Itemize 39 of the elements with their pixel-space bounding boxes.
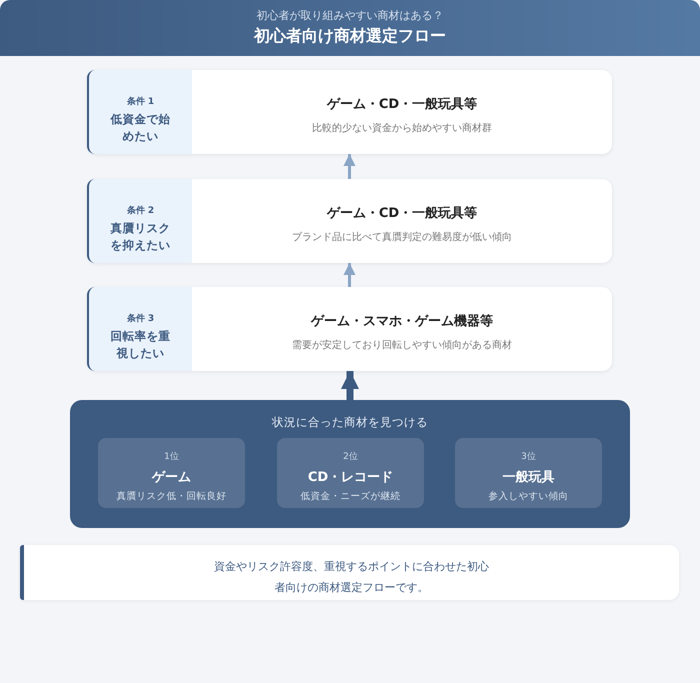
condition-number: 条件 1 (126, 96, 156, 109)
note-text: 資金やリスク許容度、重視するポイントに合わせた初心者向けの商材選定フローです。 (214, 559, 489, 596)
item-description: 需要が安定しており回転しやすい傾向がある商材 (291, 339, 513, 353)
panel-heading: 状況に合った商材を見つける (271, 414, 429, 431)
rank-number: 2位 (342, 451, 359, 464)
condition-card (87, 70, 612, 154)
condition-card (87, 287, 612, 371)
arrow (341, 371, 359, 400)
condition-text: 回転率を重視したい (110, 328, 172, 362)
note-card (20, 545, 679, 600)
condition-tag (87, 70, 192, 154)
rank-item: 一般玩具 (502, 469, 556, 487)
item-description: ブランド品に比べて真贋判定の難易度が低い傾向 (291, 231, 513, 245)
rank-reason: 真贋リスク低・回転良好 (116, 490, 228, 504)
item-description: 比較的少ない資金から始めやすい商材群 (311, 122, 493, 136)
item-heading: ゲーム・スマホ・ゲーム機器等 (310, 313, 494, 331)
rank-card (455, 438, 602, 508)
subtitle: 初心者が取り組みやすい商材はある？ (256, 8, 444, 23)
arrow (344, 263, 356, 287)
title: 初心者向け商材選定フロー (252, 26, 447, 47)
result-panel (70, 400, 630, 528)
condition-card (87, 179, 612, 263)
condition-number: 条件 3 (126, 313, 156, 326)
condition-text: 真贋リスクを抑えたい (110, 220, 172, 254)
rank-card (98, 438, 245, 508)
rank-number: 1位 (163, 451, 180, 464)
condition-number: 条件 2 (126, 205, 156, 218)
rank-reason: 参入しやすい傾向 (488, 490, 570, 504)
condition-tag (87, 287, 192, 371)
rank-card (277, 438, 424, 508)
arrow (344, 154, 356, 179)
item-heading: ゲーム・CD・一般玩具等 (326, 96, 478, 114)
condition-tag (87, 179, 192, 263)
rank-number: 3位 (520, 451, 537, 464)
rank-item: CD・レコード (306, 469, 394, 487)
rank-reason: 低資金・ニーズが継続 (300, 490, 402, 504)
item-heading: ゲーム・CD・一般玩具等 (326, 205, 478, 223)
rank-item: ゲーム (150, 469, 192, 487)
condition-text: 低資金で始めたい (109, 111, 172, 144)
